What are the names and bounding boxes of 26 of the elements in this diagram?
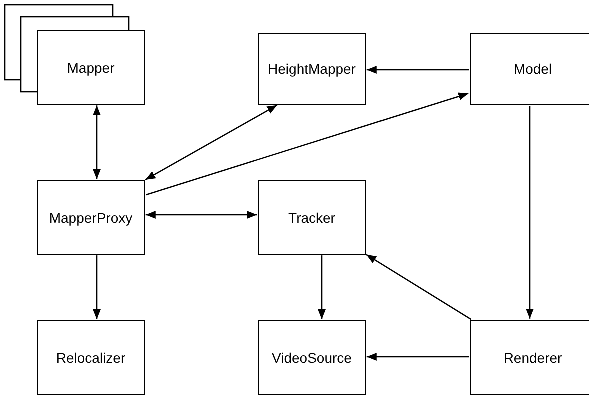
process-box: [258, 320, 366, 395]
arrow: [146, 211, 258, 219]
arrow: [93, 106, 101, 180]
arrow: [366, 66, 470, 74]
box-label: Tracker: [288, 210, 336, 226]
arrow: [526, 106, 534, 319]
process-box: [37, 30, 145, 105]
box-label: Mapper: [67, 60, 115, 76]
box-label: Relocalizer: [56, 350, 126, 366]
process-box: [470, 33, 589, 105]
arrow: [366, 353, 470, 361]
box-label: VideoSource: [272, 350, 352, 366]
box-label: MapperProxy: [49, 210, 133, 226]
box-label: Renderer: [504, 350, 562, 366]
box-label: HeightMapper: [268, 61, 356, 77]
process-box: [37, 180, 145, 255]
process-box: [37, 320, 145, 395]
arrow: [146, 92, 469, 196]
arrow: [366, 254, 472, 320]
process-box: [258, 180, 366, 255]
process-box: [470, 320, 589, 395]
arrow: [93, 256, 101, 320]
arrow: [145, 104, 278, 181]
process-box: [258, 33, 366, 105]
arrow: [318, 256, 326, 320]
box-label: Model: [514, 61, 552, 77]
